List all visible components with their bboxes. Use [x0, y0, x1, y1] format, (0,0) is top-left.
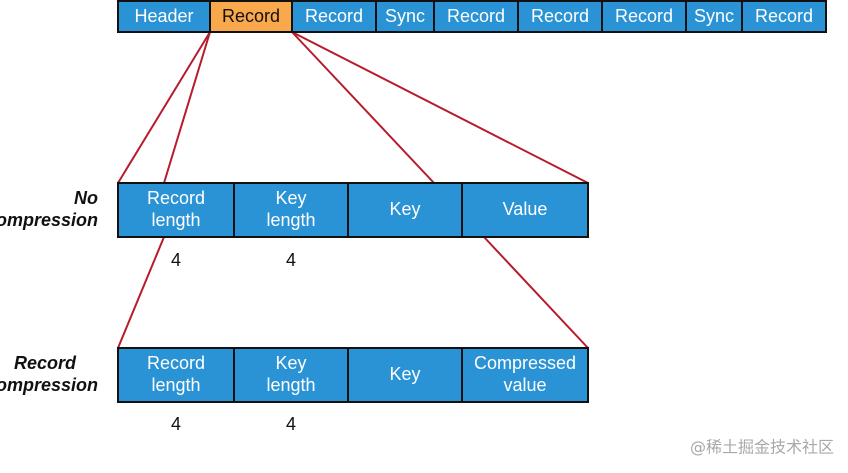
field-label-line1: Key	[275, 188, 306, 208]
segment-record-highlighted: Record	[209, 0, 293, 33]
connector-value-to-row2-right	[483, 236, 589, 349]
field-key: Key	[347, 347, 463, 403]
field-record-length: Record length	[117, 182, 235, 238]
field-label: Value	[503, 199, 548, 219]
field-label-line2: length	[151, 210, 200, 230]
segment-record-label: Record	[615, 6, 673, 26]
connector-record-to-row1-left	[117, 31, 211, 184]
field-label-line1: Record	[147, 188, 205, 208]
field-label-line1: Record	[147, 353, 205, 373]
key-length-size: 4	[286, 414, 296, 434]
segment-record: Record	[741, 0, 827, 33]
no-compression-label-line1: No	[74, 188, 98, 208]
no-compression-row: No compression Record length Key length …	[0, 182, 589, 270]
segment-record: Record	[517, 0, 603, 33]
record-length-size: 4	[171, 414, 181, 434]
key-length-size: 4	[286, 250, 296, 270]
segment-record-label: Record	[305, 6, 363, 26]
connector-lines	[117, 31, 589, 349]
segment-record: Record	[433, 0, 519, 33]
connector-record-to-value-start	[291, 31, 435, 184]
field-label-line2: length	[151, 375, 200, 395]
field-label-line2: length	[266, 210, 315, 230]
field-compressed-value: Compressed value	[461, 347, 589, 403]
field-key-length: Key length	[233, 347, 349, 403]
record-length-size: 4	[171, 250, 181, 270]
field-label-line1: Key	[275, 353, 306, 373]
segment-record-label: Record	[222, 6, 280, 26]
segment-sync-label: Sync	[385, 6, 425, 26]
record-compression-label-line2: compression	[0, 375, 98, 395]
field-label: Key	[389, 364, 420, 384]
segment-sync: Sync	[685, 0, 743, 33]
field-key: Key	[347, 182, 463, 238]
field-key-length: Key length	[233, 182, 349, 238]
segment-record: Record	[291, 0, 377, 33]
field-label-line2: length	[266, 375, 315, 395]
sequence-file-row: Header Record Record Sync Record Record …	[117, 0, 827, 33]
field-label: Key	[389, 199, 420, 219]
no-compression-label-line2: compression	[0, 210, 98, 230]
segment-header-label: Header	[134, 6, 193, 26]
segment-sync-label: Sync	[694, 6, 734, 26]
segment-sync: Sync	[375, 0, 435, 33]
record-compression-row: Record compression Record length Key len…	[0, 347, 589, 434]
segment-header: Header	[117, 0, 211, 33]
connector-record-to-row1-right	[291, 31, 589, 184]
segment-record: Record	[601, 0, 687, 33]
field-label-line1: Compressed	[474, 353, 576, 373]
segment-record-label: Record	[531, 6, 589, 26]
field-label-line2: value	[503, 375, 546, 395]
record-compression-label-line1: Record	[14, 353, 77, 373]
connector-row1-to-row2-left	[117, 236, 165, 349]
field-record-length: Record length	[117, 347, 235, 403]
field-value: Value	[461, 182, 589, 238]
segment-record-label: Record	[447, 6, 505, 26]
watermark: @稀土掘金技术社区	[690, 438, 834, 457]
segment-record-label: Record	[755, 6, 813, 26]
connector-record-to-record-length	[163, 31, 211, 184]
